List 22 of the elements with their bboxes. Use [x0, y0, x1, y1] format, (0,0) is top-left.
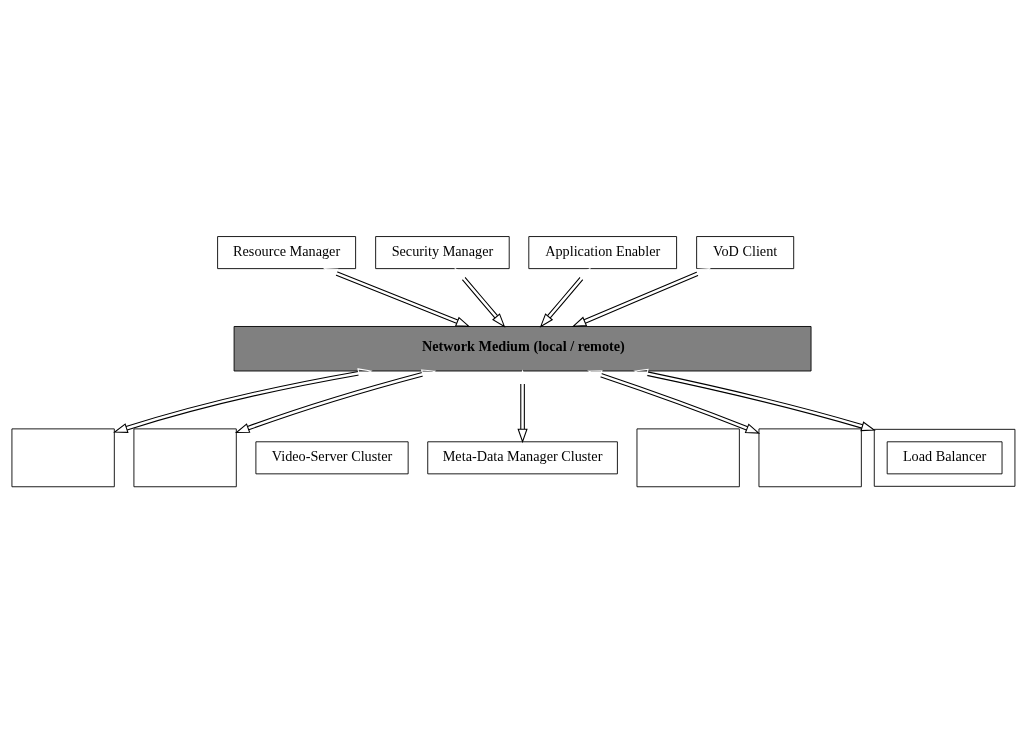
arrow: [539, 266, 591, 328]
node-box: VoD Client: [696, 235, 795, 269]
node-box: Meta-Data Manager Cluster: [427, 440, 618, 474]
node-box: Video-Server Cluster: [255, 440, 409, 474]
cluster: [873, 428, 1016, 487]
arrow: [323, 267, 471, 327]
node-box: Load Balancer: [886, 440, 1003, 474]
arrow: [517, 369, 528, 443]
node-box: [133, 427, 237, 487]
node-box: [758, 427, 862, 487]
arrow: [571, 267, 711, 327]
node-box: Network Medium (local / remote): [233, 325, 812, 371]
node-box: [11, 427, 115, 487]
arrow: [633, 368, 876, 431]
arrow: [587, 369, 761, 434]
node-box: Resource Manager: [217, 235, 357, 269]
arrow: [454, 266, 506, 328]
node-box: Application Enabler: [528, 235, 678, 269]
node-box: Security Manager: [375, 235, 510, 269]
arrow: [113, 367, 373, 433]
node-box: [636, 427, 740, 487]
arrow: [234, 368, 437, 433]
